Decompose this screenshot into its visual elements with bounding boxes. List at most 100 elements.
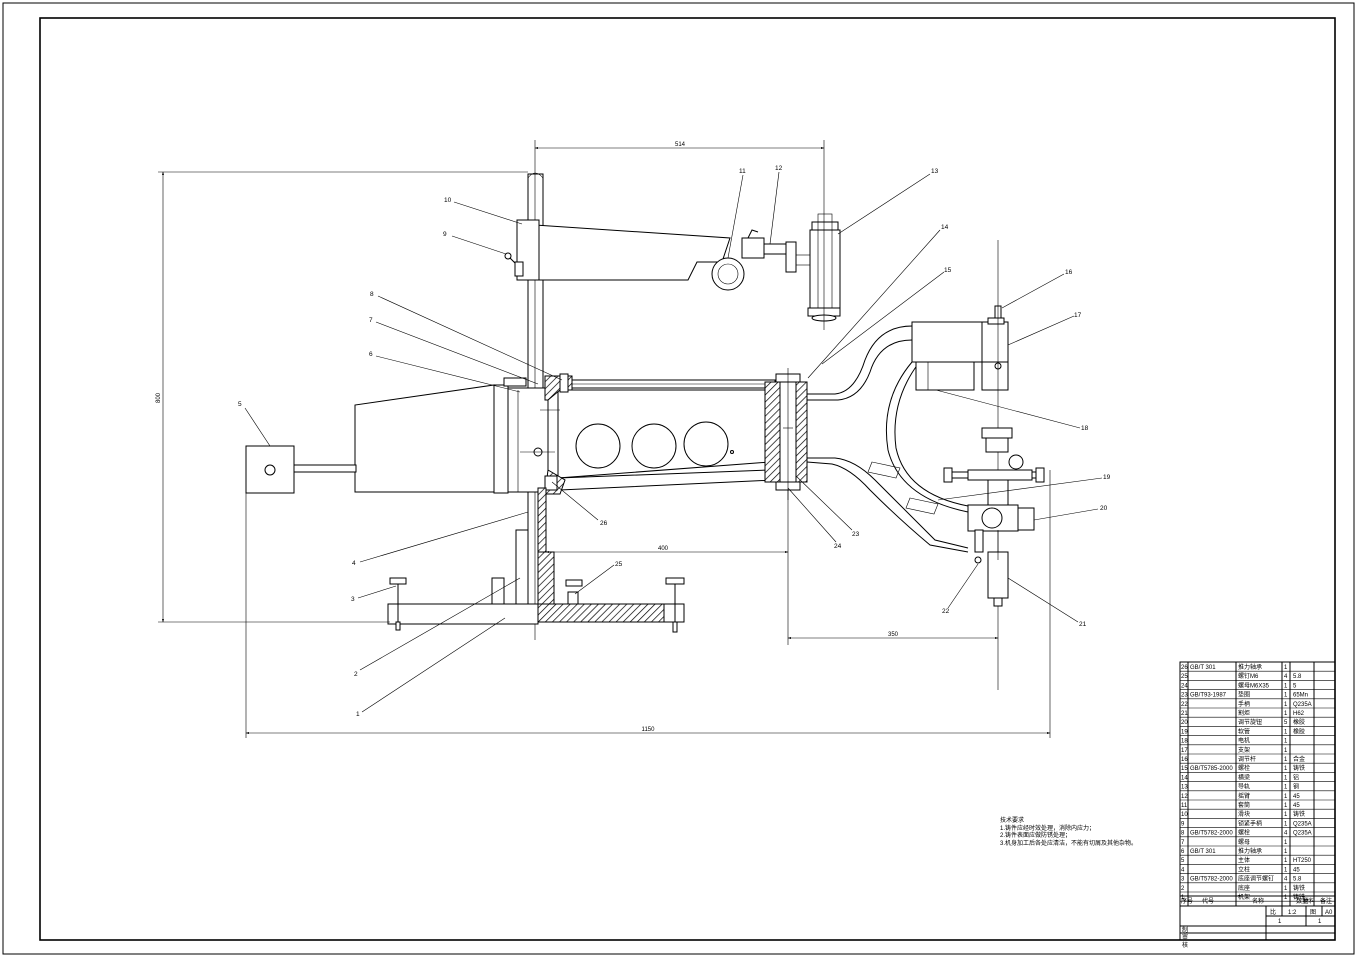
bom-row-25-mat: 5.8 <box>1293 674 1302 680</box>
bom-row-22-no: 22 <box>1181 702 1188 708</box>
bom-row-16-no: 16 <box>1181 757 1188 763</box>
bom-row-20-qty: 5 <box>1284 720 1288 726</box>
bom-row-17-no: 17 <box>1181 748 1188 754</box>
tb-scale-label: 比 <box>1270 908 1276 916</box>
bom-row-5-name: 主体 <box>1238 856 1250 864</box>
bom-row-17-qty: 1 <box>1284 748 1288 754</box>
balloon-11: 11 <box>739 168 746 175</box>
bom-row-11-name: 套筒 <box>1238 801 1250 809</box>
part-balloons: 1 2 3 4 5 6 7 8 9 10 11 12 13 14 15 16 1… <box>238 165 1111 718</box>
tb-sheet: 1 <box>1278 919 1282 925</box>
balloon-8: 8 <box>370 291 374 298</box>
bom-row-26-name: 推力轴承 <box>1238 663 1262 671</box>
bom-row-9-no: 9 <box>1181 821 1185 827</box>
bom-row-14-mat: 铝 <box>1293 773 1299 781</box>
bom-row-10-no: 10 <box>1181 812 1188 818</box>
balloon-13: 13 <box>931 168 939 175</box>
balloon-4: 4 <box>352 560 356 567</box>
bom-row-15-name: 螺栓 <box>1238 764 1250 772</box>
tb-size: A0 <box>1325 910 1333 916</box>
tb-drawn: 制 <box>1182 926 1188 934</box>
bom-row-14-qty: 1 <box>1284 775 1288 781</box>
bom-row-12-name: 摇臂 <box>1238 792 1250 800</box>
bom-row-22-name: 手柄 <box>1238 700 1250 708</box>
bom-row-1-qty: 1 <box>1284 895 1288 901</box>
bom-row-5-no: 5 <box>1181 858 1185 864</box>
bom-row-10-name: 滑块 <box>1238 810 1250 818</box>
bom-row-5-qty: 1 <box>1284 858 1288 864</box>
balloon-2: 2 <box>354 671 358 678</box>
tb-sheets: 1 <box>1318 919 1322 925</box>
balloon-20: 20 <box>1100 505 1108 512</box>
balloon-18: 18 <box>1081 425 1089 432</box>
tb-checked: 审 <box>1182 933 1188 941</box>
bom-row-11-mat: 45 <box>1293 803 1300 809</box>
balloon-15: 15 <box>944 267 952 274</box>
bom-row-21-qty: 1 <box>1284 711 1288 717</box>
bom-row-3-qty: 4 <box>1284 877 1288 883</box>
bom-row-2-name: 底座 <box>1238 884 1250 892</box>
bom-row-24-name: 螺母M6X35 <box>1238 681 1270 689</box>
bom-row-2-qty: 1 <box>1284 886 1288 892</box>
bom-row-15-no: 15 <box>1181 766 1188 772</box>
bom-row-3-no: 3 <box>1181 877 1185 883</box>
inner-frame <box>39 17 1336 941</box>
bom-row-18-name: 电机 <box>1238 737 1250 745</box>
dimension-lines: 514 800 400 350 1150 <box>156 140 1051 738</box>
bom-row-11-qty: 1 <box>1284 803 1288 809</box>
bom-row-14-no: 14 <box>1181 775 1188 781</box>
bom-row-24-no: 24 <box>1181 683 1188 689</box>
balloon-1: 1 <box>356 711 360 718</box>
bom-row-8-no: 8 <box>1181 831 1185 837</box>
balloon-25: 25 <box>615 561 623 568</box>
bom-row-18-no: 18 <box>1181 739 1188 745</box>
bom-row-8-qty: 4 <box>1284 831 1288 837</box>
bom-row-16-name: 调节杆 <box>1238 755 1256 763</box>
bom-head-name: 名称 <box>1252 897 1264 905</box>
dim-514: 514 <box>675 142 686 148</box>
bom-row-13-qty: 1 <box>1284 785 1288 791</box>
notes-line-3: 3.机身加工后各处应清洁，不能有切屑及其他杂物。 <box>1000 840 1138 847</box>
bom-row-25-no: 25 <box>1181 674 1188 680</box>
balloon-6: 6 <box>369 351 373 358</box>
bom-row-10-qty: 1 <box>1284 812 1288 818</box>
tb-approved: 核 <box>1182 941 1188 949</box>
bom-row-3-code: GB/T5782-2000 <box>1190 877 1233 883</box>
bom-row-11-no: 11 <box>1181 803 1188 809</box>
bom-row-3-mat: 5.8 <box>1293 877 1302 883</box>
dim-400: 400 <box>658 546 669 552</box>
bom-row-13-no: 13 <box>1181 785 1188 791</box>
bom-row-4-no: 4 <box>1181 867 1185 873</box>
bom-row-6-code: GB/T 301 <box>1190 849 1216 855</box>
bom-row-13-mat: 钢 <box>1293 783 1299 791</box>
bom-row-2-no: 2 <box>1181 886 1185 892</box>
bom-row-6-name: 推力轴承 <box>1238 847 1262 855</box>
bom-row-6-qty: 1 <box>1284 849 1288 855</box>
bom-row-21-name: 割炬 <box>1238 709 1250 717</box>
bom-row-16-qty: 1 <box>1284 757 1288 763</box>
bom-row-23-name: 垫圈 <box>1238 691 1250 699</box>
balloon-26: 26 <box>600 520 608 527</box>
balloon-5: 5 <box>238 401 242 408</box>
dim-1150: 1150 <box>642 727 656 733</box>
bom-head-no: 序号 <box>1181 897 1193 905</box>
balloon-17: 17 <box>1074 312 1082 319</box>
bom-row-17-name: 支架 <box>1238 746 1250 754</box>
balloon-21: 21 <box>1079 621 1087 628</box>
bom-row-7-no: 7 <box>1181 840 1185 846</box>
balloon-12: 12 <box>775 165 783 172</box>
bom-row-1-name: 机架 <box>1238 893 1250 901</box>
bom-row-22-qty: 1 <box>1284 702 1288 708</box>
notes-line-2: 2.铸件表面应做防锈处理； <box>1000 833 1072 840</box>
bom-row-20-no: 20 <box>1181 720 1188 726</box>
balloon-9: 9 <box>443 231 447 238</box>
bom-row-23-qty: 1 <box>1284 693 1288 699</box>
bom-row-23-no: 23 <box>1181 693 1188 699</box>
bom-row-12-qty: 1 <box>1284 794 1288 800</box>
balloon-24: 24 <box>834 543 842 550</box>
bom-row-25-qty: 4 <box>1284 674 1288 680</box>
tb-size-label: 图 <box>1310 909 1316 916</box>
machine-drawing <box>245 140 1045 690</box>
